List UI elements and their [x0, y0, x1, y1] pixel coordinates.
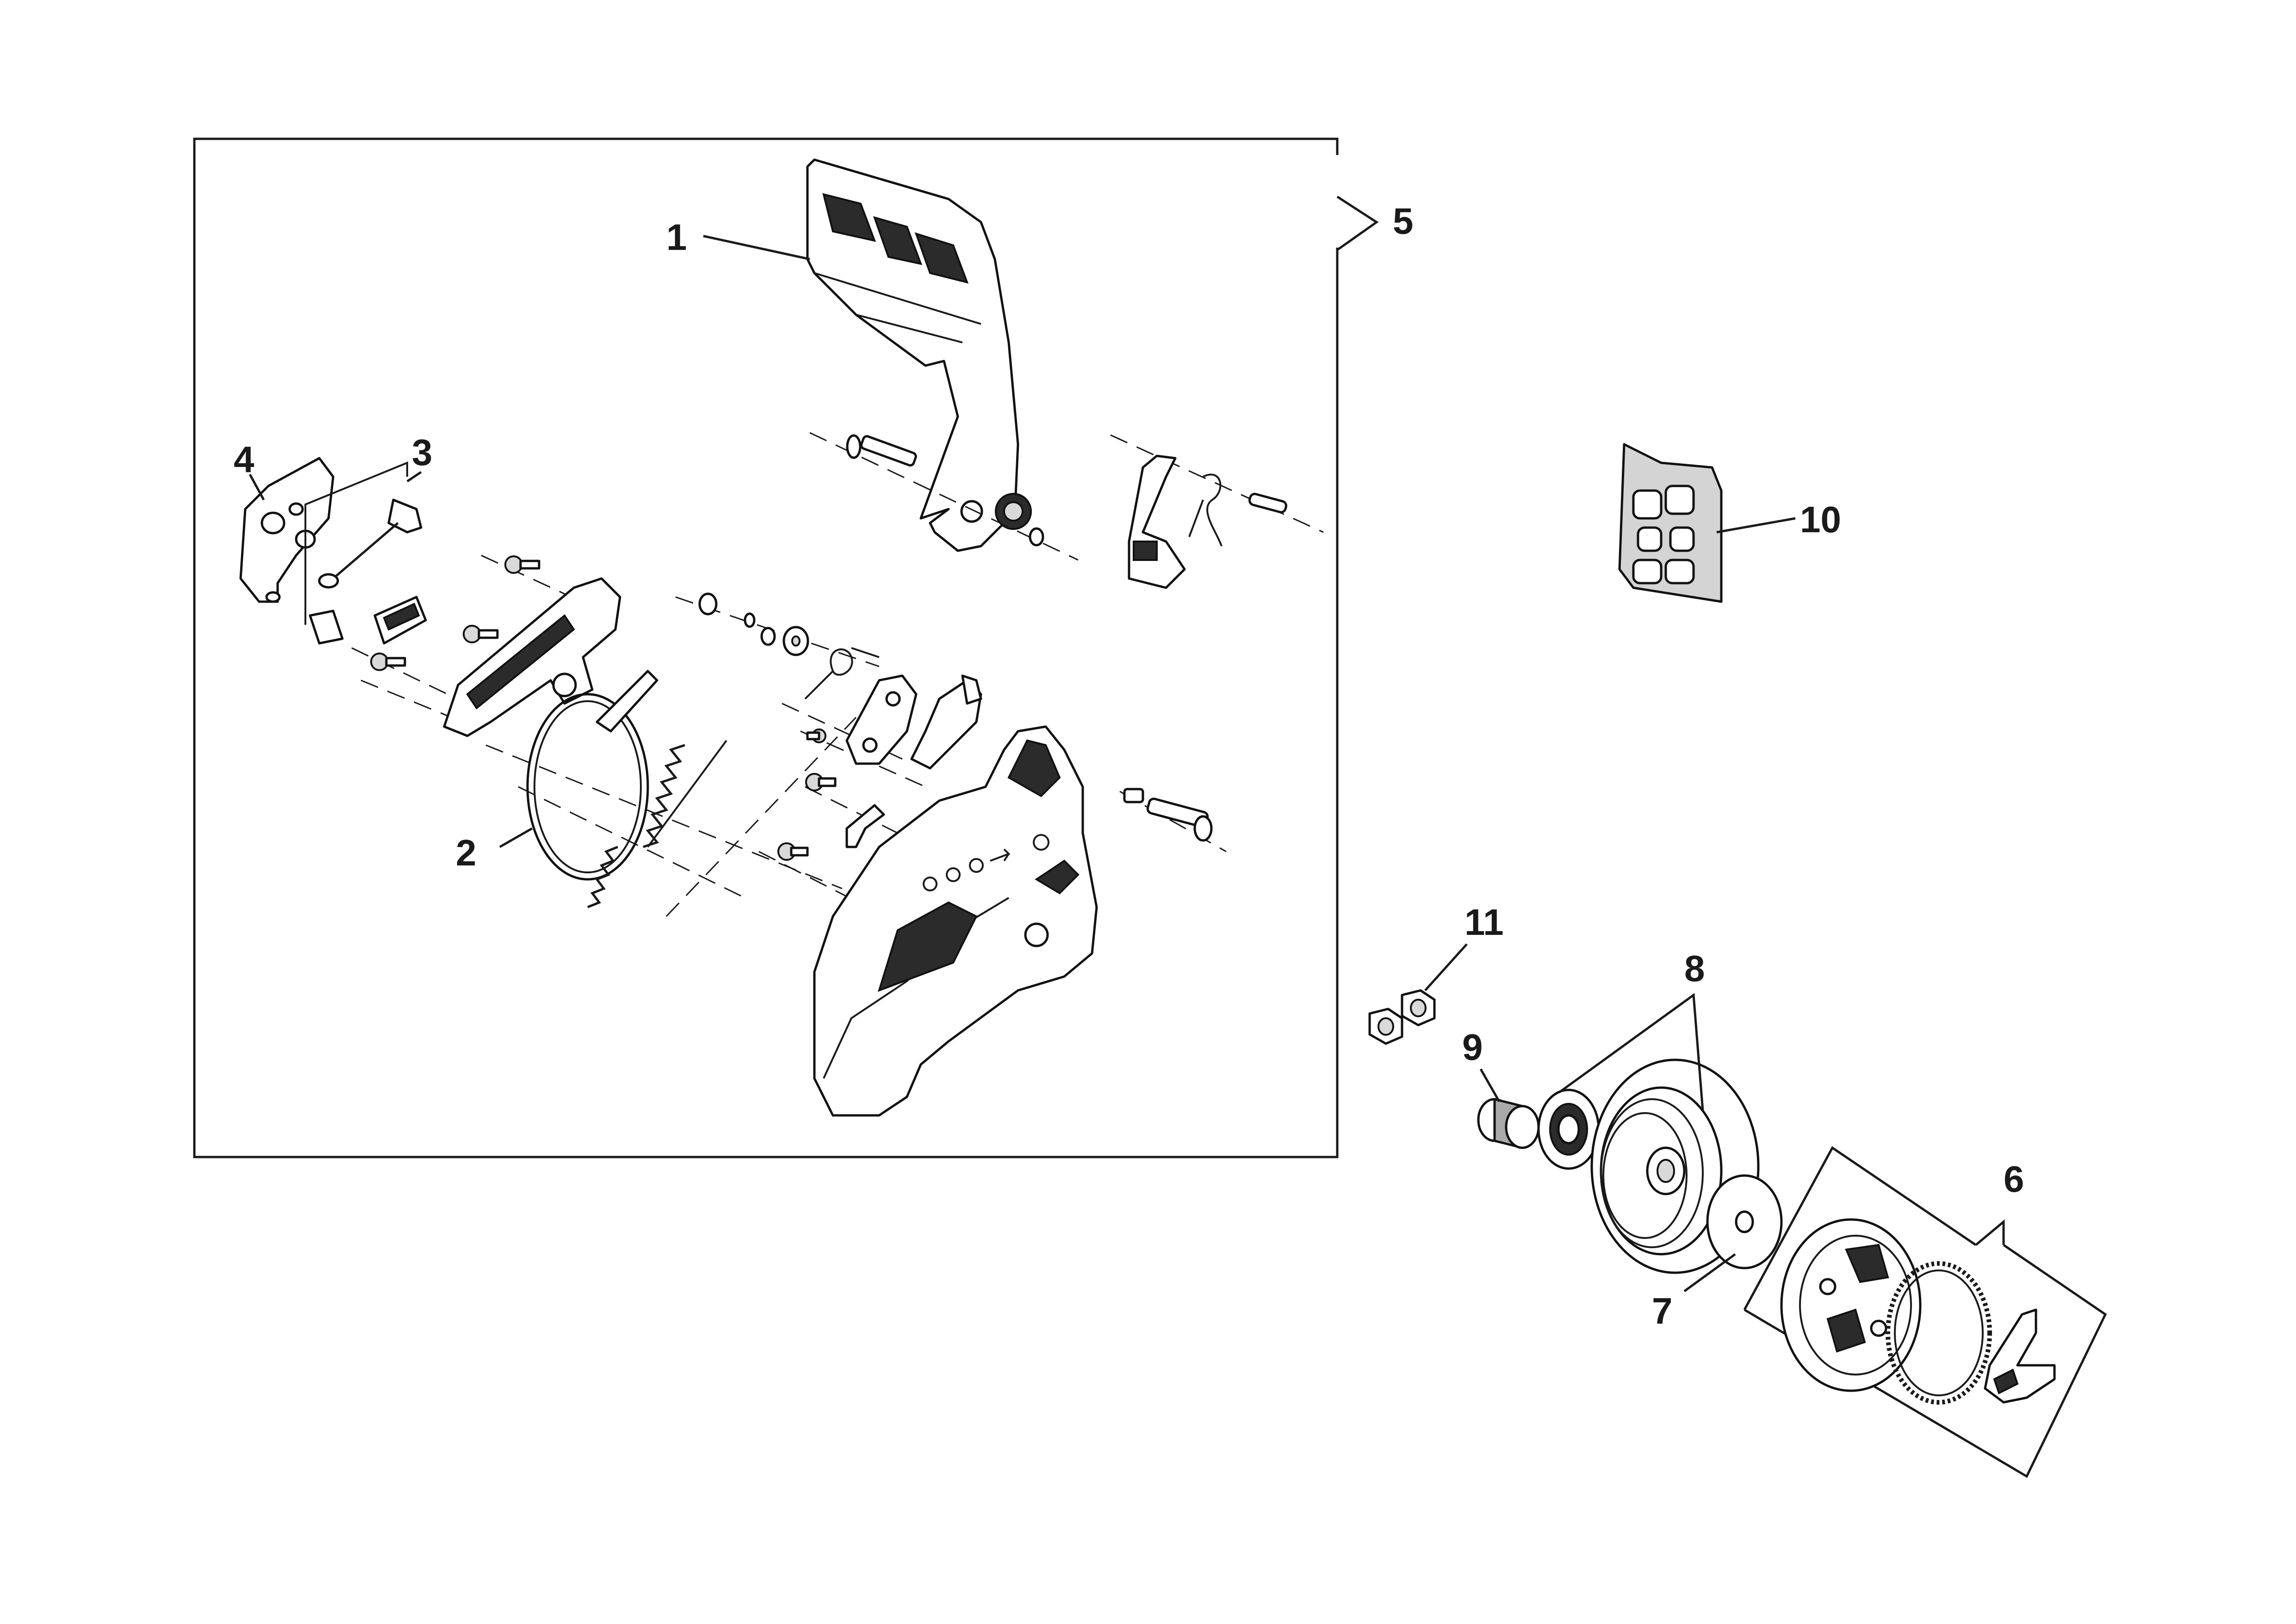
callout-9: 9	[1462, 1027, 1483, 1068]
tensioner-block	[373, 596, 427, 645]
leader-7	[1683, 1253, 1736, 1293]
clutch-shoe-assembly	[1780, 1218, 1922, 1392]
brake-guide-rail	[443, 577, 621, 737]
lever-pin	[1248, 492, 1287, 514]
leader-1	[703, 235, 810, 261]
callout-10: 10	[1800, 499, 1841, 540]
leader-2	[499, 827, 533, 848]
leader-8	[1558, 993, 1704, 1111]
needle-bearing	[1477, 1098, 1540, 1149]
screw-3	[370, 653, 406, 671]
sprocket	[1537, 1089, 1600, 1170]
screw-6	[777, 842, 809, 861]
decal	[1618, 443, 1723, 603]
screw-2	[463, 625, 499, 643]
callout-11: 11	[1464, 902, 1504, 943]
torsion-spring	[804, 647, 880, 700]
callout-4: 4	[234, 439, 254, 480]
screw-1	[504, 555, 540, 574]
brake-trigger	[910, 674, 982, 770]
callout-2: 2	[456, 832, 477, 873]
screw-5	[805, 773, 837, 791]
brake-lever	[1128, 454, 1186, 589]
clutch-group-frame	[1743, 1146, 2107, 1478]
clutch-washer	[1706, 1174, 1783, 1269]
handle-washer	[1029, 527, 1044, 547]
leader-9	[1479, 1068, 1501, 1102]
clutch-cover	[813, 725, 1098, 1117]
leader-3	[406, 471, 422, 483]
clutch-hub	[1984, 1308, 2056, 1404]
brake-spring-small	[587, 846, 618, 908]
callout-7: 7	[1652, 1290, 1673, 1332]
chain-brake-handle	[806, 158, 1032, 552]
leader-4	[248, 473, 265, 501]
clutch-spring-ring	[1886, 1261, 1992, 1405]
leader-10	[1716, 517, 1796, 534]
brake-band	[526, 670, 658, 881]
callout-3: 3	[412, 432, 433, 473]
screw-4	[806, 728, 826, 743]
chain-tensioner	[304, 461, 422, 645]
callout-5: 5	[1393, 200, 1414, 242]
nut-1	[1368, 1008, 1403, 1045]
handle-pin	[846, 434, 917, 467]
small-lever	[845, 804, 885, 848]
brake-link-plate	[845, 674, 918, 765]
cover-direction-icons	[923, 834, 1049, 891]
washer-row	[698, 592, 809, 656]
brake-spring-large	[643, 740, 727, 848]
cover-pin-small	[1123, 788, 1144, 803]
assembly-frame	[193, 137, 1379, 1158]
leader-11	[1424, 943, 1468, 991]
callout-8: 8	[1684, 948, 1705, 989]
guide-plate	[239, 457, 335, 603]
callout-6: 6	[2004, 1158, 2024, 1200]
callout-1: 1	[666, 217, 687, 258]
cover-pin-long	[1146, 797, 1213, 842]
lever-spring	[1188, 473, 1222, 547]
nut-2	[1401, 989, 1436, 1027]
